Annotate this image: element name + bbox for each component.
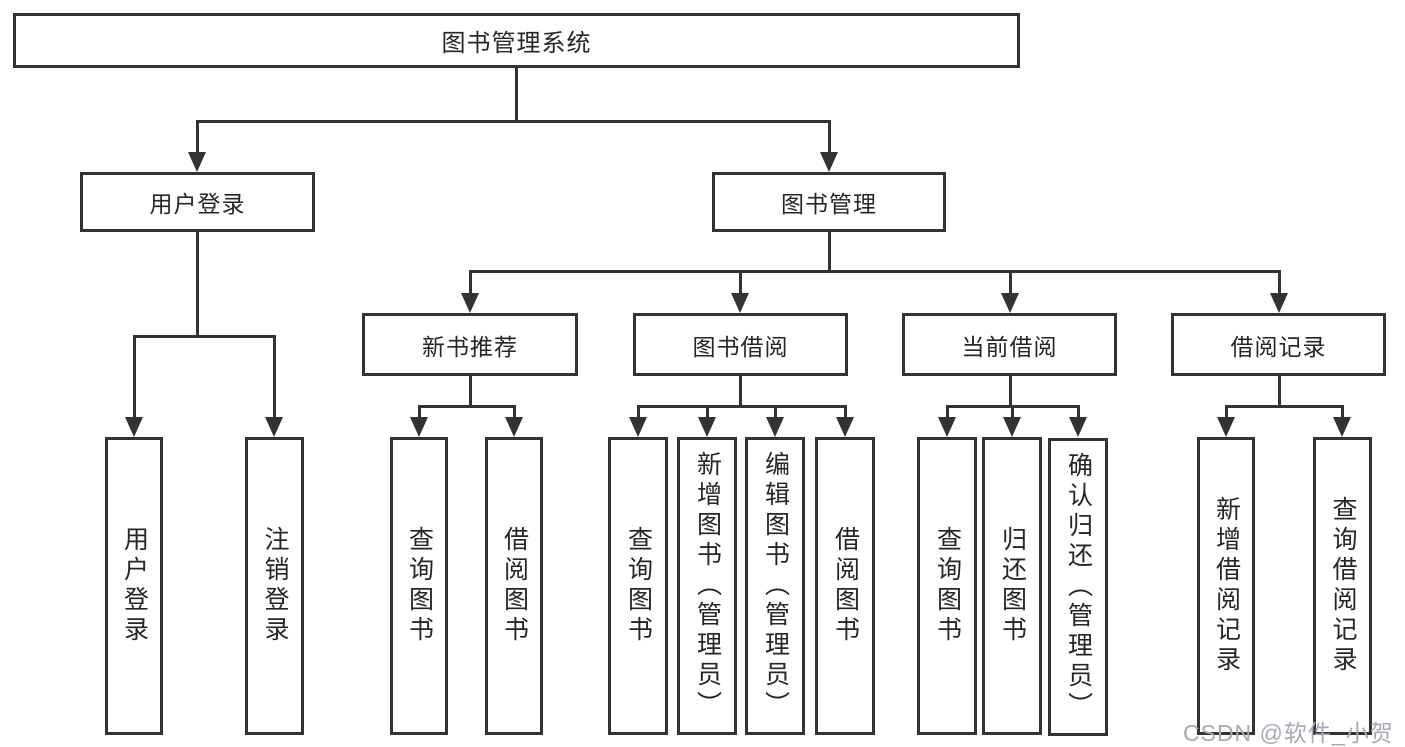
connector-line — [469, 270, 1281, 273]
leaf-return-books: 归还图书 — [982, 437, 1042, 735]
connector-line — [739, 376, 742, 408]
node-current-borrowing: 当前借阅 — [902, 313, 1117, 376]
node-label: 查询图书 — [624, 526, 653, 646]
connector-line — [706, 405, 709, 421]
connector-line — [513, 405, 516, 421]
node-label: 当前借阅 — [961, 333, 1058, 360]
arrow-down-icon — [125, 417, 143, 437]
node-label: 新书推荐 — [422, 333, 518, 360]
connector-line — [1278, 270, 1281, 297]
connector-line — [1225, 405, 1228, 421]
node-label: 图书管理 — [781, 191, 877, 217]
leaf-query-books-recommend: 查询图书 — [390, 437, 448, 735]
leaf-query-books-current: 查询图书 — [917, 437, 977, 735]
connector-line — [273, 335, 276, 421]
node-borrowing-records: 借阅记录 — [1171, 313, 1386, 376]
node-label: 借阅图书 — [831, 526, 860, 646]
arrow-down-icon — [1069, 417, 1087, 437]
node-label: 用户登录 — [149, 191, 246, 217]
arrow-down-icon — [629, 417, 647, 437]
arrow-down-icon — [410, 417, 428, 437]
leaf-query-borrow-record: 查询借阅记录 — [1313, 437, 1372, 735]
arrow-down-icon — [766, 417, 784, 437]
leaf-edit-book-admin: 编辑图书（管理员） — [745, 437, 805, 735]
connector-line — [418, 405, 421, 421]
arrow-down-icon — [1003, 417, 1021, 437]
connector-line — [637, 405, 847, 408]
connector-line — [196, 232, 199, 337]
connector-line — [774, 405, 777, 421]
arrow-down-icon — [731, 293, 749, 313]
arrow-down-icon — [820, 152, 838, 172]
connector-line — [637, 405, 640, 421]
connector-line — [418, 405, 516, 408]
node-label: 图书借阅 — [692, 333, 789, 360]
connector-line — [1011, 405, 1014, 421]
csdn-watermark: CSDN @软件_小贺同学 — [1183, 720, 1394, 746]
node-label: 查询借阅记录 — [1329, 496, 1357, 676]
connector-line — [1341, 405, 1344, 421]
arrow-down-icon — [1001, 293, 1019, 313]
connector-line — [469, 376, 472, 408]
arrow-down-icon — [1217, 417, 1235, 437]
connector-line — [844, 405, 847, 421]
arrow-down-icon — [938, 417, 956, 437]
node-label: 确认归还（管理员） — [1064, 452, 1093, 722]
node-library-management-system: 图书管理系统 — [13, 13, 1020, 68]
node-label: 用户登录 — [120, 526, 149, 646]
connector-line — [828, 232, 831, 272]
arrow-down-icon — [188, 152, 206, 172]
leaf-borrow-books-recommend: 借阅图书 — [485, 437, 543, 735]
arrow-down-icon — [265, 417, 283, 437]
connector-line — [196, 120, 199, 156]
arrow-down-icon — [836, 417, 854, 437]
arrow-down-icon — [698, 417, 716, 437]
node-label: 查询图书 — [405, 526, 434, 646]
node-user-login: 用户登录 — [80, 172, 315, 232]
connector-line — [1077, 405, 1080, 421]
connector-line — [469, 270, 472, 297]
node-label: 图书管理系统 — [441, 30, 592, 57]
connector-line — [1009, 270, 1012, 297]
connector-line — [739, 270, 742, 297]
arrow-down-icon — [1333, 417, 1351, 437]
arrow-down-icon — [505, 417, 523, 437]
node-label: 归还图书 — [998, 526, 1027, 646]
node-label: 借阅图书 — [500, 526, 529, 646]
leaf-borrow-books-borrow: 借阅图书 — [815, 437, 875, 735]
node-label: 新增借阅记录 — [1212, 496, 1241, 676]
arrow-down-icon — [1270, 293, 1288, 313]
connector-line — [828, 120, 831, 156]
connector-line — [133, 335, 276, 338]
connector-line — [133, 335, 136, 421]
node-label: 借阅记录 — [1230, 333, 1327, 360]
connector-line — [1225, 405, 1344, 408]
leaf-user-login: 用户登录 — [105, 437, 163, 735]
node-book-management: 图书管理 — [712, 172, 946, 232]
connector-line — [515, 68, 518, 122]
leaf-confirm-return-admin: 确认归还（管理员） — [1048, 438, 1108, 736]
leaf-logout: 注销登录 — [245, 437, 304, 735]
connector-line — [946, 405, 949, 421]
node-label: 查询图书 — [933, 526, 962, 646]
node-new-book-recommendation: 新书推荐 — [362, 313, 578, 376]
leaf-add-borrow-record: 新增借阅记录 — [1197, 437, 1255, 735]
connector-line — [196, 120, 831, 123]
node-label: 新增图书（管理员） — [693, 451, 722, 721]
arrow-down-icon — [461, 293, 479, 313]
leaf-query-books-borrow: 查询图书 — [608, 437, 668, 735]
leaf-add-book-admin: 新增图书（管理员） — [677, 437, 737, 735]
connector-line — [1278, 376, 1281, 408]
node-label: 注销登录 — [261, 526, 289, 646]
connector-line — [1009, 376, 1012, 408]
node-label: 编辑图书（管理员） — [761, 451, 790, 721]
node-book-borrowing: 图书借阅 — [633, 313, 848, 376]
